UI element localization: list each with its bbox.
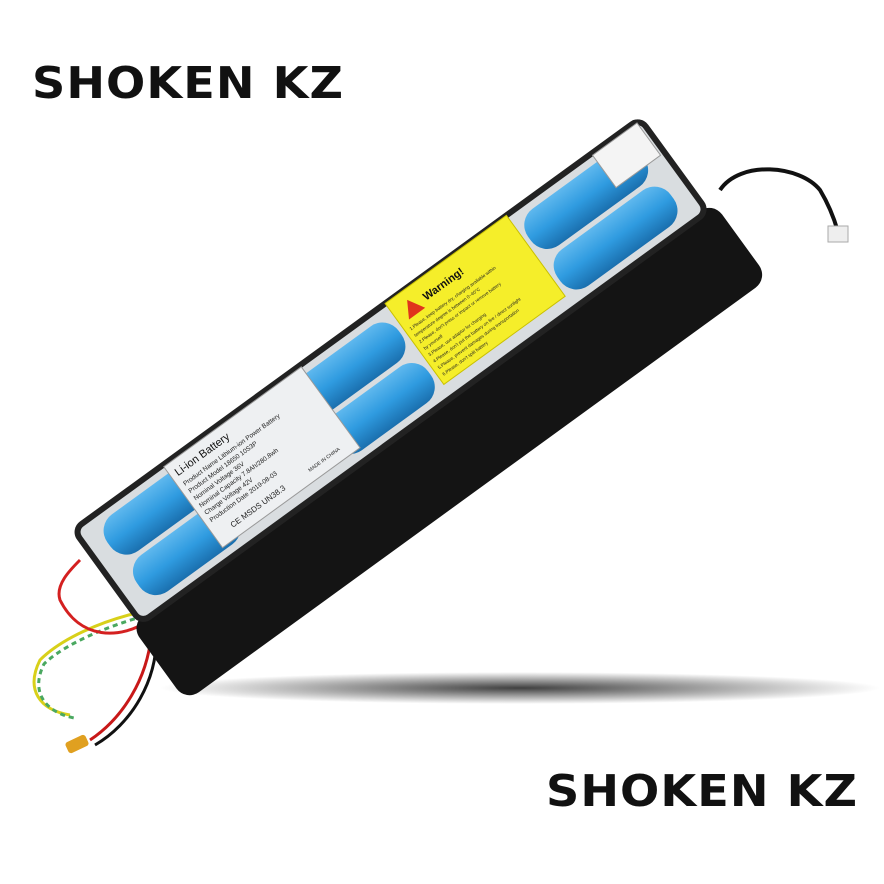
cells — [103, 146, 678, 596]
casing-side — [136, 207, 763, 696]
warning-triangle-icon — [407, 299, 426, 320]
watermark-top-left: SHOKEN KZ — [32, 58, 345, 109]
battery-spec-label: Li-ion Battery Product Name Lithium-ion … — [163, 366, 361, 549]
connector-icon — [827, 225, 849, 243]
small-white-label — [591, 122, 662, 189]
floor-shadow — [160, 672, 880, 704]
watermark-bottom-right: SHOKEN KZ — [546, 766, 859, 817]
xt-connector — [65, 734, 89, 754]
warning-label: Warning! 1.Please, keep battery dry, cha… — [384, 214, 566, 386]
